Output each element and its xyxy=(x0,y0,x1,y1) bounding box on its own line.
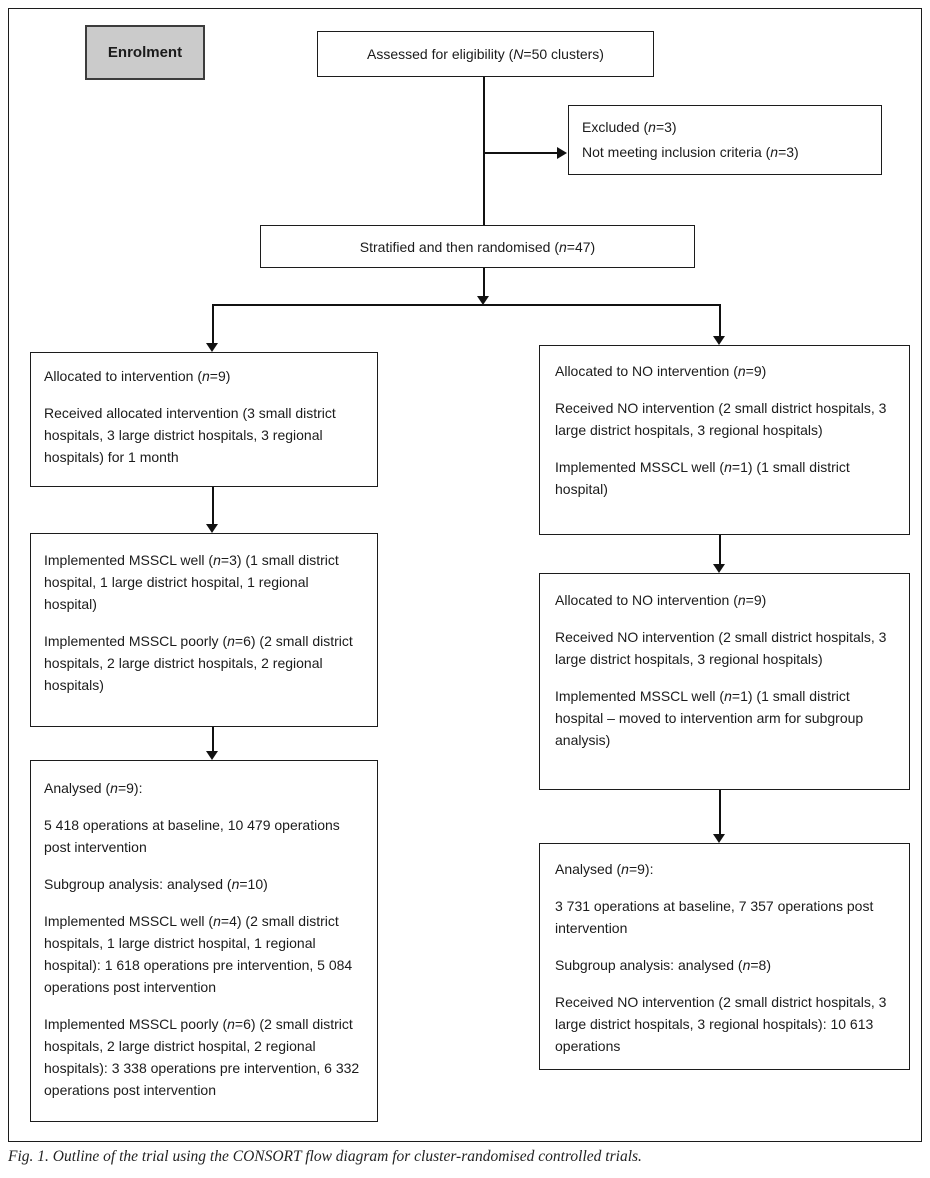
connector-to-excluded xyxy=(484,152,558,154)
allocated-no-1-p1: Allocated to NO intervention (n=9) xyxy=(555,363,767,379)
figure-border xyxy=(8,8,922,1142)
box-stratified-randomised: Stratified and then randomised (n=47) xyxy=(260,225,695,268)
allocated-no-1-p3: Implemented MSSCL well (n=1) (1 small di… xyxy=(555,459,850,497)
arrowhead-split-icon xyxy=(477,296,489,305)
connector-right-2-3 xyxy=(719,790,721,835)
analysed-right-p4: Received NO intervention (2 small distri… xyxy=(555,994,887,1054)
analysed-right-p2: 3 731 operations at baseline, 7 357 oper… xyxy=(555,898,874,936)
enrolment-label-box: Enrolment xyxy=(85,25,205,80)
connector-split-to-left xyxy=(212,304,214,344)
arrowhead-left-allocation-icon xyxy=(206,343,218,352)
box-implemented-msscl-left: Implemented MSSCL well (n=3) (1 small di… xyxy=(30,533,378,727)
allocated-intervention-p1: Allocated to intervention (n=9) xyxy=(44,368,231,384)
excluded-line-2: Not meeting inclusion criteria (n=3) xyxy=(582,144,799,160)
analysed-right-p1: Analysed (n=9): xyxy=(555,861,654,877)
box-analysed-intervention: Analysed (n=9): 5 418 operations at base… xyxy=(30,760,378,1122)
box-allocated-no-intervention-2: Allocated to NO intervention (n=9) Recei… xyxy=(539,573,910,790)
figure-caption: Fig. 1. Outline of the trial using the C… xyxy=(8,1148,642,1165)
arrowhead-right-2-icon xyxy=(713,564,725,573)
allocated-intervention-p2: Received allocated intervention (3 small… xyxy=(44,405,336,465)
connector-left-1-2 xyxy=(212,487,214,525)
allocated-no-2-p2: Received NO intervention (2 small distri… xyxy=(555,629,887,667)
analysed-left-p4: Implemented MSSCL well (n=4) (2 small di… xyxy=(44,913,353,995)
connector-stratified-to-split xyxy=(483,268,485,298)
arrowhead-right-3-icon xyxy=(713,834,725,843)
split-line xyxy=(212,304,721,306)
analysed-right-p3: Subgroup analysis: analysed (n=8) xyxy=(555,957,771,973)
box-assessed-eligibility: Assessed for eligibility (N=50 clusters) xyxy=(317,31,654,77)
box-allocated-no-intervention-1: Allocated to NO intervention (n=9) Recei… xyxy=(539,345,910,535)
connector-split-to-right xyxy=(719,304,721,337)
arrowhead-excluded-icon xyxy=(557,147,567,159)
analysed-left-p1: Analysed (n=9): xyxy=(44,780,143,796)
assessed-text: Assessed for eligibility (N=50 clusters) xyxy=(367,46,604,62)
analysed-left-p5: Implemented MSSCL poorly (n=6) (2 small … xyxy=(44,1016,360,1098)
box-analysed-no-intervention: Analysed (n=9): 3 731 operations at base… xyxy=(539,843,910,1070)
stratified-text: Stratified and then randomised (n=47) xyxy=(359,238,596,255)
arrowhead-right-allocation-icon xyxy=(713,336,725,345)
enrolment-label: Enrolment xyxy=(107,44,183,61)
allocated-no-2-p1: Allocated to NO intervention (n=9) xyxy=(555,592,767,608)
arrowhead-left-3-icon xyxy=(206,751,218,760)
box-allocated-intervention: Allocated to intervention (n=9) Received… xyxy=(30,352,378,487)
connector-assessed-to-stratified xyxy=(483,77,485,225)
allocated-no-2-p3: Implemented MSSCL well (n=1) (1 small di… xyxy=(555,688,864,748)
analysed-left-p2: 5 418 operations at baseline, 10 479 ope… xyxy=(44,817,340,855)
box-excluded: Excluded (n=3) Not meeting inclusion cri… xyxy=(568,105,882,175)
analysed-left-p3: Subgroup analysis: analysed (n=10) xyxy=(44,876,268,892)
connector-left-2-3 xyxy=(212,727,214,752)
implemented-left-p2: Implemented MSSCL poorly (n=6) (2 small … xyxy=(44,633,353,693)
connector-right-1-2 xyxy=(719,535,721,565)
implemented-left-p1: Implemented MSSCL well (n=3) (1 small di… xyxy=(44,552,339,612)
arrowhead-left-2-icon xyxy=(206,524,218,533)
excluded-line-1: Excluded (n=3) xyxy=(582,119,677,135)
allocated-no-1-p2: Received NO intervention (2 small distri… xyxy=(555,400,887,438)
